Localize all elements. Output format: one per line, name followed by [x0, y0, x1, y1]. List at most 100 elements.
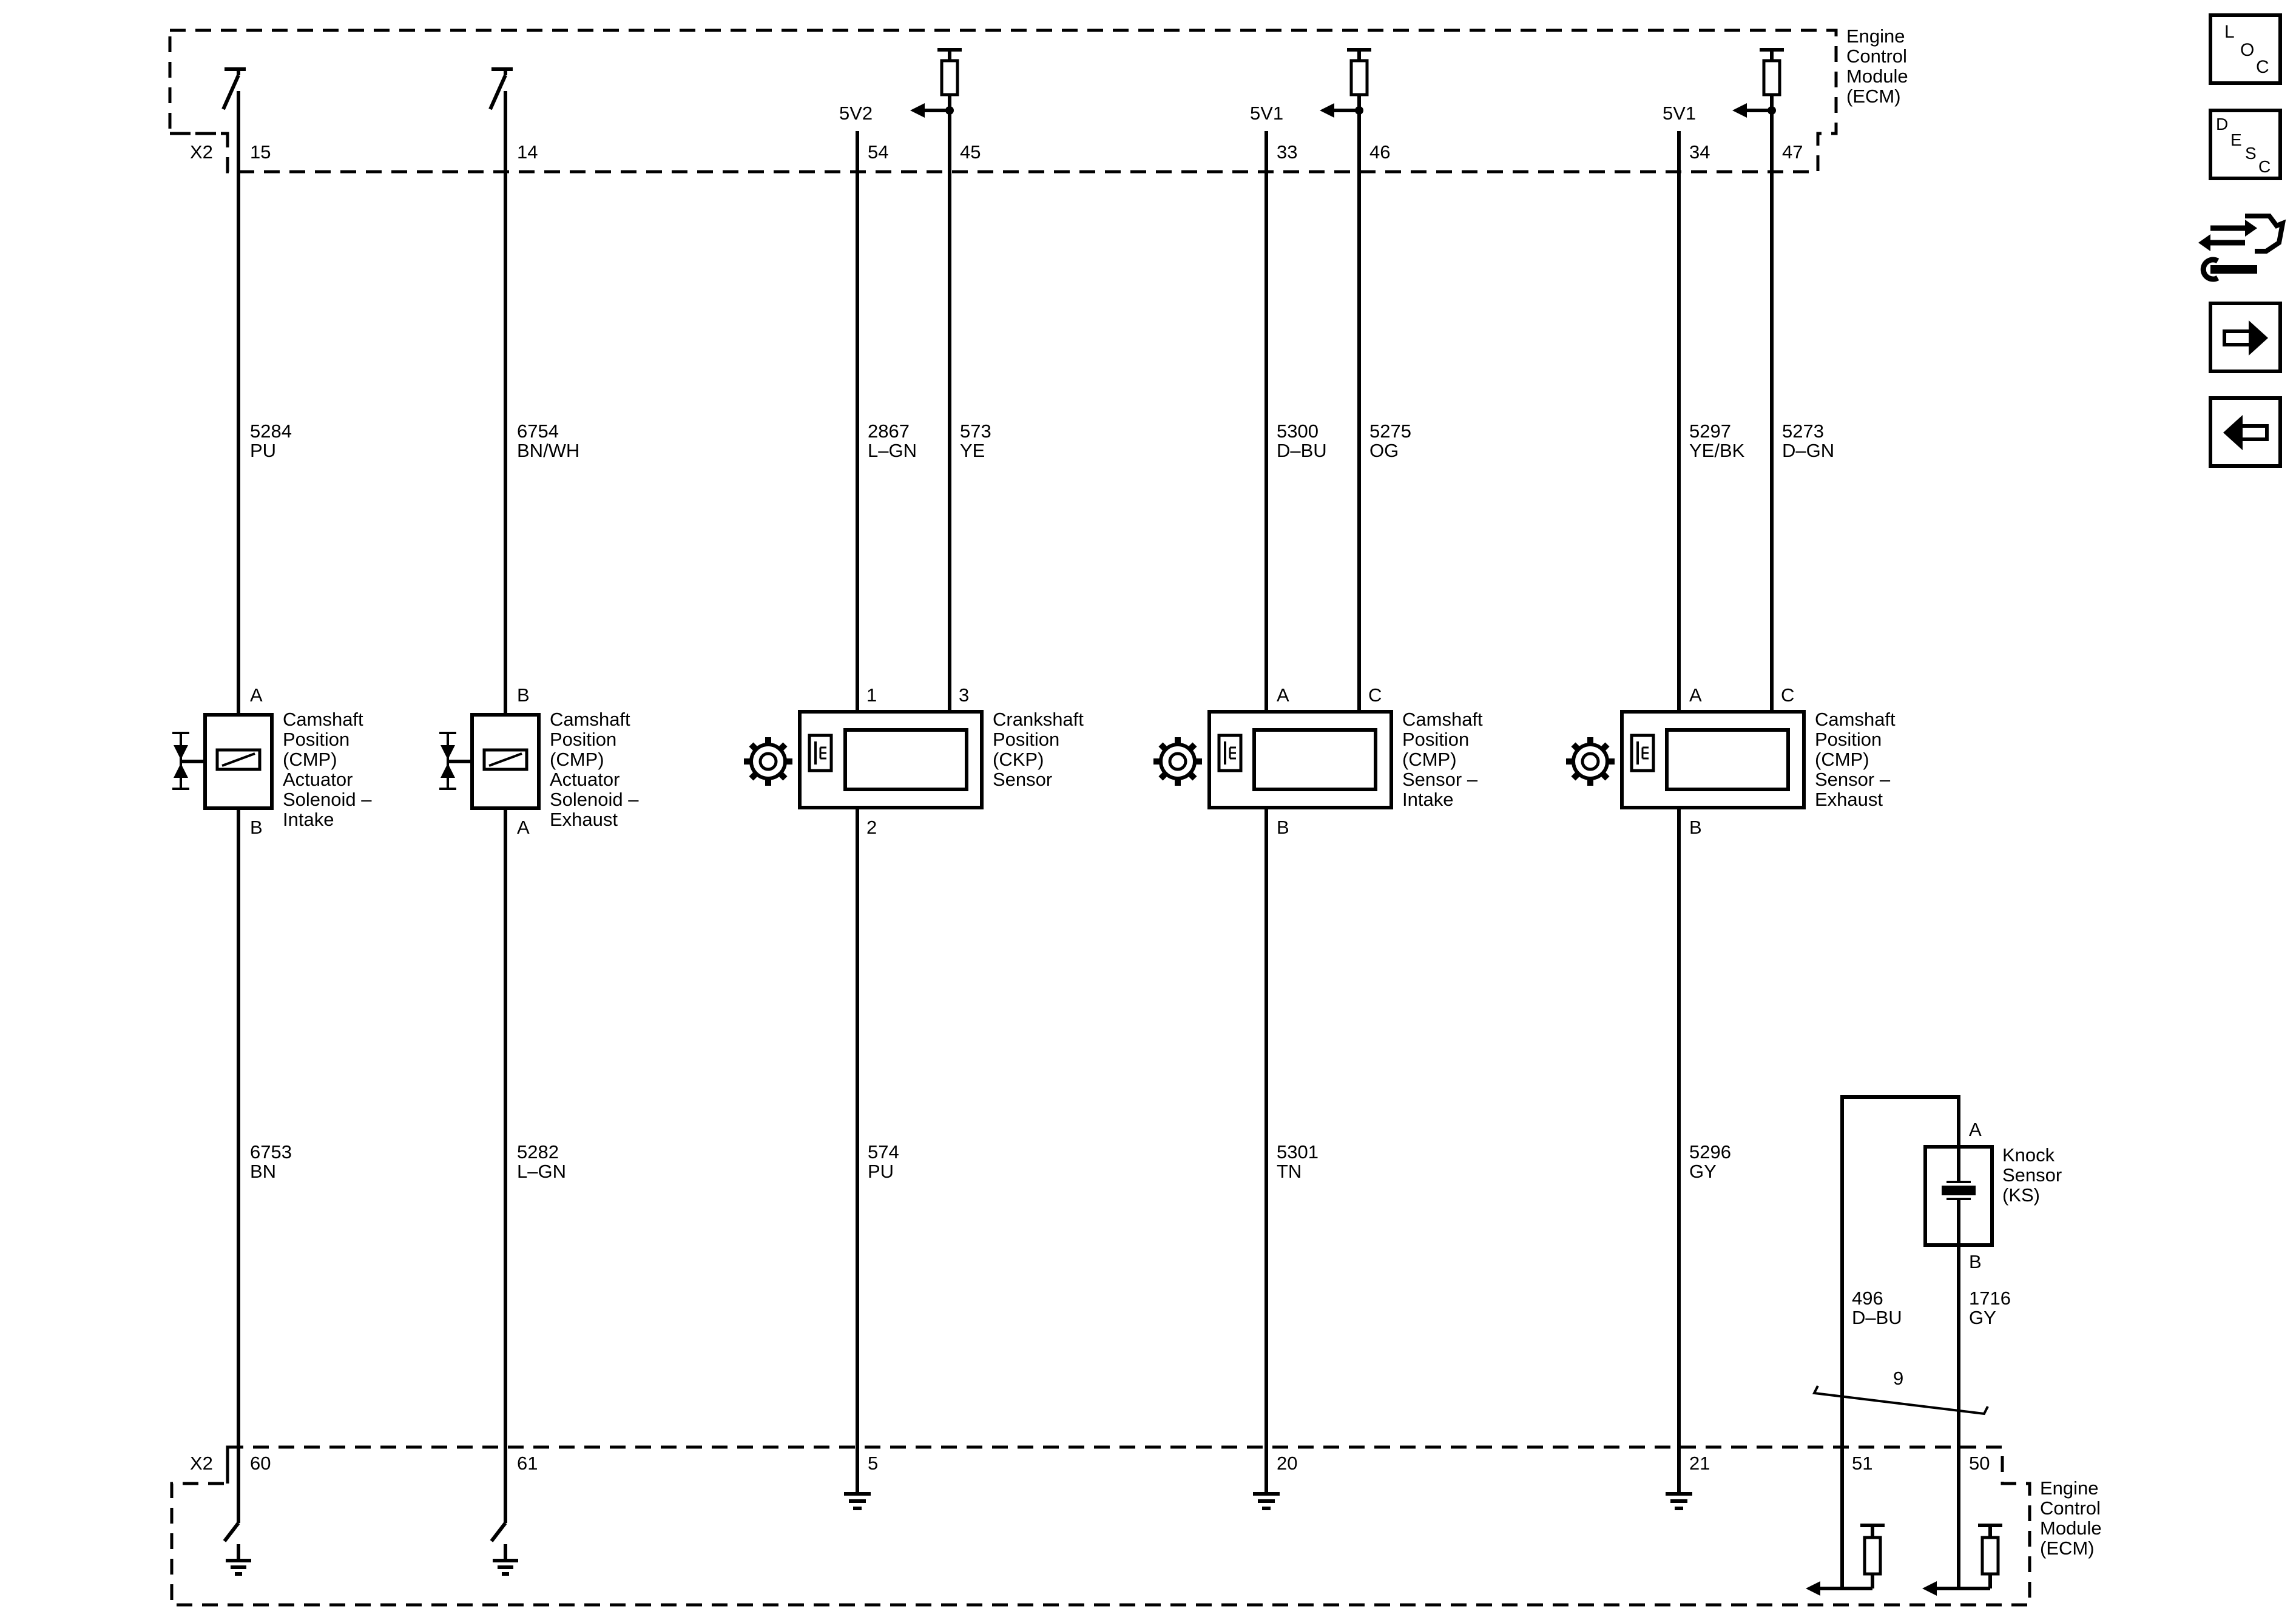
bottom-pin: 61 [517, 1453, 538, 1474]
component-label: Knock [2002, 1144, 2055, 1166]
component-label: (CKP) [993, 749, 1044, 770]
bottom-pin: 21 [1689, 1453, 1710, 1474]
component-label: (CMP) [283, 749, 337, 770]
loc-letter: L [2224, 22, 2235, 42]
hall-element-icon [1219, 735, 1241, 771]
desc-letter: S [2245, 144, 2257, 163]
wire-color: BN/WH [517, 440, 579, 461]
pin-label: B [517, 684, 530, 706]
bottom-ecm-module: Engine Control Module (ECM) X2 [170, 1445, 2102, 1607]
wire-color: L–GN [517, 1161, 566, 1182]
loc-button[interactable]: L O C [2209, 13, 2282, 85]
ref-5v1-a: 5V1 [1250, 103, 1283, 124]
cmp-sensor-intake: A C B Camshaft Position (CMP) Sensor – I… [1153, 684, 1483, 838]
pullup-cmp-intake [1320, 48, 1371, 118]
top-connector-label: X2 [190, 141, 213, 163]
desc-button[interactable]: D E S C [2209, 109, 2282, 180]
component-label: Crankshaft [993, 709, 1084, 730]
bottom-ecm-label-3: Module [2040, 1517, 2102, 1539]
piezo-element-icon [1942, 1186, 1976, 1195]
component-label: Intake [1402, 789, 1453, 810]
wire-circuit: 5284 [250, 420, 292, 442]
arrow-right-icon [2249, 320, 2268, 356]
component-label: (CMP) [1815, 749, 1869, 770]
wire-color: L–GN [868, 440, 917, 461]
bottom-ecm-label-1: Engine [2040, 1477, 2099, 1499]
top-pin-numbers: 15 14 54 45 33 46 34 47 [250, 141, 1803, 163]
bottom-pin: 20 [1277, 1453, 1297, 1474]
gear-icon [1566, 737, 1615, 786]
bottom-pin: 5 [868, 1453, 878, 1474]
top-pin-54: 54 [868, 141, 888, 163]
pin-label: A [1277, 684, 1289, 706]
wire-color: YE/BK [1689, 440, 1745, 461]
component-label: Camshaft [1402, 709, 1483, 730]
component-label: Exhaust [550, 809, 618, 830]
wire-circuit: 5301 [1277, 1141, 1319, 1163]
ref-5v1-b: 5V1 [1663, 103, 1696, 124]
desc-letter: E [2230, 130, 2242, 149]
pin-label: B [1969, 1251, 1982, 1272]
pin-label: 2 [866, 817, 877, 838]
pin-label: A [1969, 1119, 1982, 1140]
wire-circuit: 574 [868, 1141, 899, 1163]
wire-circuit: 5282 [517, 1141, 559, 1163]
loc-letter: C [2256, 57, 2269, 77]
wire-circuit: 5273 [1782, 420, 1824, 442]
component-label: Sensor – [1815, 769, 1891, 790]
component-label: (CMP) [550, 749, 604, 770]
twisted-pair-label: 9 [1893, 1368, 1903, 1389]
component-label: Actuator [283, 769, 353, 790]
top-pin-47: 47 [1782, 141, 1803, 163]
pin-label: A [1689, 684, 1702, 706]
pin-label: C [1368, 684, 1382, 706]
bottom-pin: 50 [1969, 1453, 1990, 1474]
top-ecm-label-3: Module [1846, 66, 1908, 87]
wire-color: PU [250, 440, 276, 461]
top-pin-34: 34 [1689, 141, 1710, 163]
top-driver-switches [221, 67, 513, 110]
component-label: Position [1402, 729, 1469, 750]
top-ecm-label-1: Engine [1846, 25, 1905, 47]
connector-tool-icon[interactable] [2198, 214, 2286, 282]
component-label: Position [283, 729, 349, 750]
top-pin-14: 14 [517, 141, 538, 163]
twisted-pair-marker: 9 [1812, 1368, 1989, 1416]
desc-letter: C [2258, 157, 2271, 176]
cmp-actuator-solenoid-exhaust: B A Camshaft Position (CMP) Actuator Sol… [439, 684, 639, 838]
pin-label: A [517, 817, 530, 838]
loc-letter: O [2240, 40, 2254, 60]
component-label: Camshaft [1815, 709, 1896, 730]
wire-color: BN [250, 1161, 276, 1182]
pin-label: B [250, 817, 263, 838]
wire-color: D–BU [1852, 1307, 1902, 1328]
cmp-actuator-solenoid-intake: A B Camshaft Position (CMP) Actuator Sol… [172, 684, 372, 838]
top-ecm-module: Engine Control Module (ECM) X2 [168, 25, 1908, 174]
bottom-ecm-label-2: Control [2040, 1497, 2101, 1519]
upper-wire-labels: 5284 PU 6754 BN/WH 2867 L–GN 573 YE 5300… [250, 420, 1834, 461]
wire-circuit: 1716 [1969, 1288, 2011, 1309]
pin-label: B [1689, 817, 1702, 838]
ref-5v2: 5V2 [839, 103, 873, 124]
next-page-button[interactable] [2209, 302, 2282, 373]
wire-color: GY [1689, 1161, 1717, 1182]
wire-circuit: 5297 [1689, 420, 1731, 442]
component-label: Position [1815, 729, 1882, 750]
wire-color: D–GN [1782, 440, 1834, 461]
previous-page-button[interactable] [2209, 396, 2282, 468]
bottom-pin: 60 [250, 1453, 271, 1474]
gear-icon [1153, 737, 1202, 786]
top-pin-33: 33 [1277, 141, 1297, 163]
wire-circuit: 5275 [1369, 420, 1411, 442]
valve-arrow-icon [441, 745, 455, 760]
top-pin-45: 45 [960, 141, 981, 163]
top-signal-pullups: 5V2 5V1 5V1 [839, 48, 1784, 124]
wire-circuit: 6753 [250, 1141, 292, 1163]
component-label: (KS) [2002, 1184, 2040, 1206]
component-label: Camshaft [550, 709, 630, 730]
knock-sensor: A B Knock Sensor (KS) [1923, 1119, 2062, 1272]
pin-label: 1 [866, 684, 877, 706]
knock-inputs [1806, 1524, 2002, 1596]
lower-wire-labels: 6753 BN 5282 L–GN 574 PU 5301 TN 5296 GY… [250, 1141, 2011, 1328]
